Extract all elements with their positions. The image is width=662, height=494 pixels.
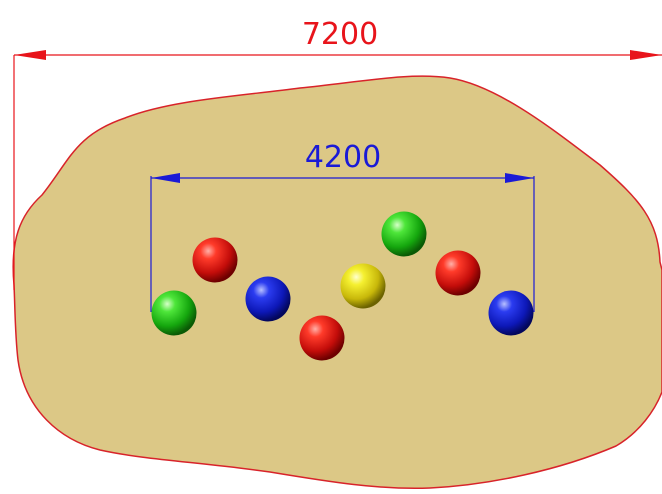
overall-dimension-label: 7200 [302,17,378,52]
play-area-shape [12,75,662,490]
overall-dimension: 7200 [13,17,662,290]
yellow-ball [340,263,386,309]
inner-dimension: 4200 [150,140,535,312]
blue-ball [488,290,534,336]
inner-arrow-left [151,173,180,183]
red-ball [299,315,345,361]
green-ball [381,211,427,257]
red-ball [435,250,481,296]
inner-dimension-label: 4200 [305,140,381,175]
overall-arrow-left [14,50,46,60]
overall-arrow-right [630,50,662,60]
green-ball [151,290,197,336]
blue-ball [245,276,291,322]
red-ball [192,237,238,283]
balls-group [151,211,534,361]
inner-arrow-right [505,173,534,183]
